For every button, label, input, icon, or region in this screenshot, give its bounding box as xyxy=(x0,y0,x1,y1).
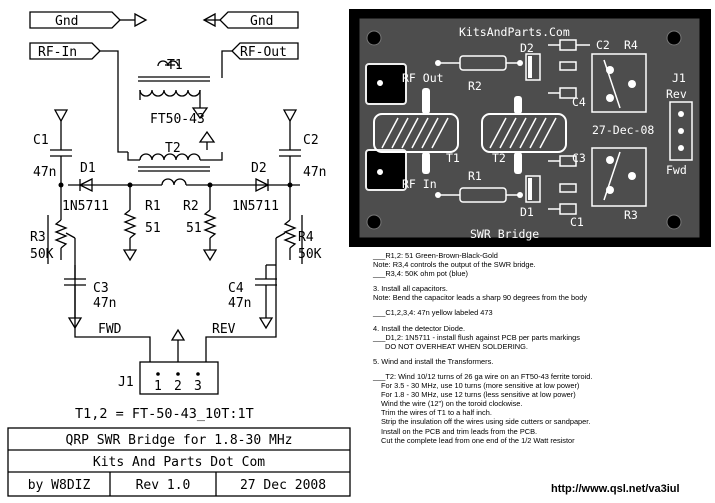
pcb-t1: T1 xyxy=(446,151,460,165)
c1-label: C1 xyxy=(33,133,49,148)
rev-text: Rev 1.0 xyxy=(136,478,191,493)
core-label: FT50-43 xyxy=(150,112,205,127)
c3-value: 47n xyxy=(93,296,116,311)
r4-label: R4 xyxy=(298,230,314,245)
rf-out-label-shape xyxy=(231,42,299,60)
pcb-r1: R1 xyxy=(468,169,482,183)
rf-out-label: RF-Out xyxy=(240,45,287,60)
c3-label: C3 xyxy=(93,281,109,296)
pcb-rf-out: RF Out xyxy=(402,71,444,85)
gnd-right-label-shape xyxy=(219,11,299,29)
pcb-rev: Rev xyxy=(666,87,687,101)
pcb-c4: C4 xyxy=(572,95,586,109)
note-line: Note: R3,4 controls the output of the SW… xyxy=(373,260,536,270)
note-line: ___R3,4: 50K ohm pot (blue) xyxy=(373,269,468,279)
note-line: Install on the PCB and trim leads from t… xyxy=(381,426,538,436)
c4-label: C4 xyxy=(228,281,244,296)
c2-value: 47n xyxy=(303,165,326,180)
fwd-label: FWD xyxy=(98,322,122,337)
author-text: by W8DIZ xyxy=(28,478,91,493)
c2-label: C2 xyxy=(303,133,319,148)
pcb-r4: R4 xyxy=(624,38,638,52)
r3-value: 50K xyxy=(30,247,54,262)
note-line: ___R1,2: 51 Green-Brown-Black-Gold xyxy=(373,251,498,260)
note-line: Note: Bend the capacitor leads a sharp 9… xyxy=(373,293,588,303)
turns-spec: T1,2 = FT-50-43_10T:1T xyxy=(75,406,254,422)
gnd-left-label-shape xyxy=(29,11,121,29)
note-line: 4. Install the detector Diode. xyxy=(373,323,466,333)
note-line: 5. Wind and install the Transformers. xyxy=(373,356,494,366)
source-url: http://www.qsl.net/va3iul xyxy=(551,483,680,495)
pcb-d2: D2 xyxy=(520,41,534,55)
t1-label: T1 xyxy=(167,58,183,73)
pcb-c3: C3 xyxy=(572,151,586,165)
j1-connector xyxy=(139,361,219,395)
note-line: DO NOT OVERHEAT WHEN SOLDERING. xyxy=(385,341,528,351)
rf-in-label: RF-In xyxy=(38,45,77,60)
pcb-board-name: SWR Bridge xyxy=(470,227,539,241)
title-block xyxy=(7,427,351,497)
r3-label: R3 xyxy=(30,230,46,245)
pcb-c1: C1 xyxy=(570,215,584,229)
pcb-brand: KitsAndParts.Com xyxy=(459,25,570,39)
r4-value: 50K xyxy=(298,247,322,262)
assembly-notes: ___R1,2: 51 Green-Brown-Black-Gold Note:… xyxy=(373,251,711,445)
note-line: Trim the wires of T1 to a half inch. xyxy=(381,408,492,418)
date-text: 27 Dec 2008 xyxy=(240,478,326,493)
r1-label: R1 xyxy=(145,199,161,214)
note-line: ___C1,2,3,4: 47n yellow labeled 473 xyxy=(373,308,493,318)
c1-value: 47n xyxy=(33,165,56,180)
pcb-date: 27-Dec-08 xyxy=(592,123,654,137)
note-line: Cut the complete lead from one end of th… xyxy=(381,435,575,445)
rf-in-label-shape xyxy=(29,42,101,60)
pcb-j1: J1 xyxy=(672,71,686,85)
gnd-right-label: Gnd xyxy=(250,14,273,29)
j1-pin-1: 1 xyxy=(154,379,162,394)
note-line: ___D1,2: 1N5711 - install flush against … xyxy=(373,332,580,342)
pcb-d1: D1 xyxy=(520,205,534,219)
pcb-r2: R2 xyxy=(468,79,482,93)
rev-label: REV xyxy=(212,322,236,337)
r2-value: 51 xyxy=(186,221,202,236)
title-text: QRP SWR Bridge for 1.8-30 MHz xyxy=(66,433,293,448)
j1-label: J1 xyxy=(118,375,134,390)
note-line: Strip the insulation off the wires using… xyxy=(381,417,591,427)
note-line: 3. Install all capacitors. xyxy=(373,284,448,294)
note-line: For 1.8 - 30 MHz, use 12 turns (less sen… xyxy=(381,390,576,400)
gnd-left-label: Gnd xyxy=(55,14,78,29)
d2-part: 1N5711 xyxy=(232,199,279,214)
j1-pin-3: 3 xyxy=(194,379,202,394)
pcb-c2: C2 xyxy=(596,38,610,52)
note-line: Wind the wire (12") on the toroid clockw… xyxy=(381,399,523,409)
pcb-rf-in: RF In xyxy=(402,177,437,191)
j1-pin-2: 2 xyxy=(174,379,182,394)
d1-label: D1 xyxy=(80,161,96,176)
pcb-board: KitsAndParts.Com C2 R4 D2 RF Out R2 J1 R… xyxy=(349,9,711,247)
d1-part: 1N5711 xyxy=(62,199,109,214)
company-text: Kits And Parts Dot Com xyxy=(93,455,265,470)
pcb-t2: T2 xyxy=(492,151,506,165)
r2-label: R2 xyxy=(183,199,199,214)
t2-label: T2 xyxy=(165,141,181,156)
note-line: For 3.5 - 30 MHz, use 10 turns (more sen… xyxy=(381,381,580,391)
d2-label: D2 xyxy=(251,161,267,176)
r1-value: 51 xyxy=(145,221,161,236)
pcb-r3: R3 xyxy=(624,208,638,222)
pcb-fwd: Fwd xyxy=(666,163,687,177)
c4-value: 47n xyxy=(228,296,251,311)
note-line: ___T2: Wind 10/12 turns of 26 ga wire on… xyxy=(373,371,593,381)
